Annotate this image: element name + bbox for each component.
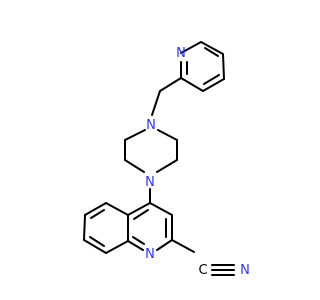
- bond: [156, 239, 173, 251]
- nitrile-nitrogen-label: N: [240, 263, 250, 278]
- bond: [157, 129, 178, 141]
- bond: [159, 77, 182, 92]
- bond: [124, 159, 145, 173]
- bond: [202, 78, 225, 92]
- bond: [105, 202, 129, 216]
- double-bond-line: [132, 236, 145, 245]
- double-bond-line: [89, 236, 105, 247]
- double-bond-line: [133, 209, 149, 220]
- piperazine-nitrogen-top-label: N: [146, 118, 156, 133]
- bond: [127, 202, 151, 216]
- quinoline-nitrogen-label: N: [145, 247, 155, 262]
- piperazine-nitrogen-bottom-label: N: [145, 175, 155, 190]
- bond: [151, 90, 161, 116]
- bond: [124, 129, 146, 141]
- bond: [171, 239, 195, 253]
- bond: [149, 202, 173, 216]
- molecule-structure-diagram: N N N N C N: [0, 0, 300, 300]
- pyridine-nitrogen-label: N: [176, 46, 186, 61]
- quinoline-ring: [83, 202, 173, 254]
- bond: [156, 159, 178, 173]
- bond: [180, 41, 202, 54]
- bond: [200, 41, 224, 55]
- bond: [83, 239, 107, 254]
- double-bond-line: [204, 47, 219, 57]
- piperazine-ring: [124, 129, 178, 204]
- double-bond-line: [203, 74, 220, 85]
- methylene-linker: [151, 77, 182, 116]
- bond: [83, 214, 86, 241]
- pyridine-ring: [180, 41, 225, 92]
- double-bond-line: [90, 209, 105, 219]
- bond: [127, 240, 144, 251]
- bond: [84, 202, 107, 216]
- nitrile-group: [171, 239, 235, 276]
- bond: [180, 77, 204, 92]
- diagram-background: [0, 0, 300, 300]
- bond: [222, 53, 225, 80]
- nitrile-carbon-label: C: [198, 263, 207, 278]
- bond: [105, 240, 129, 254]
